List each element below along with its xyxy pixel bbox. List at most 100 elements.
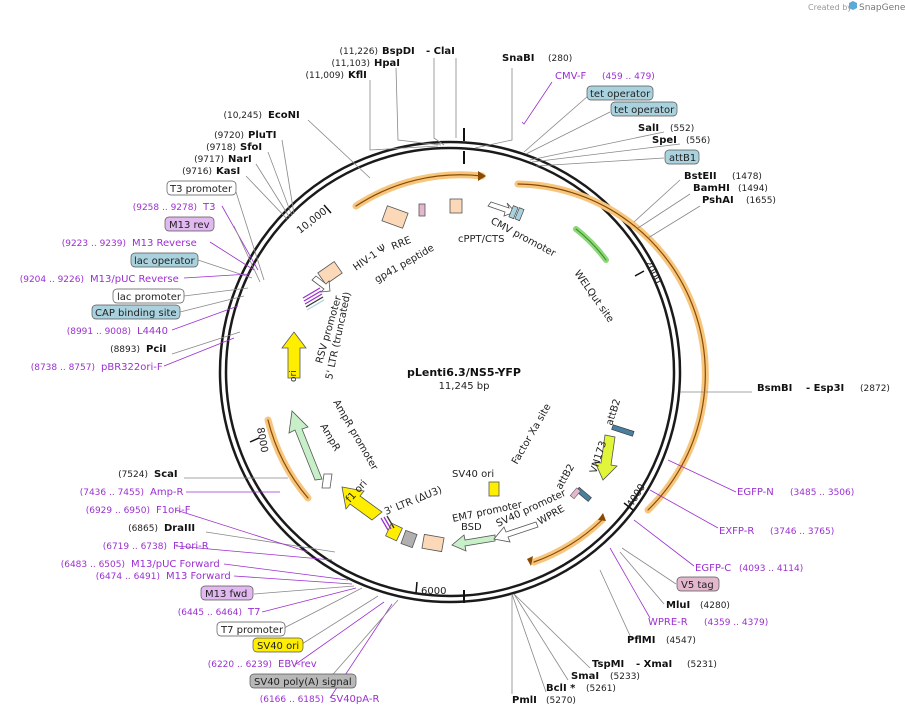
- box-lac-promoter[interactable]: [112, 288, 185, 304]
- site-hpai[interactable]: HpaI: [374, 58, 400, 69]
- primer-cmv-f[interactable]: CMV-F: [555, 71, 586, 82]
- primer-egfp-n[interactable]: EGFP-N: [737, 487, 774, 498]
- site-spei[interactable]: SpeI: [652, 135, 677, 146]
- primer-m13-puc-reverse[interactable]: M13/pUC Reverse: [90, 274, 179, 285]
- site-pcii[interactable]: PciI: [146, 344, 166, 355]
- primer-l4440[interactable]: L4440: [137, 326, 168, 337]
- site-sali[interactable]: SalI: [638, 123, 659, 134]
- primer-exfp-r[interactable]: EXFP-R: [719, 526, 754, 537]
- primer-t3-range: (9258 .. 9278): [133, 203, 197, 213]
- arc-welqut: [573, 226, 609, 263]
- site-bamhi[interactable]: BamHI: [693, 183, 730, 194]
- site-mlui-pos: (4280): [700, 601, 730, 611]
- site-bsmbi[interactable]: BsmBI: [757, 383, 792, 394]
- snapgene-logo-icon: [849, 1, 857, 10]
- primer-ebv-rev[interactable]: EBV-rev: [278, 659, 317, 670]
- box-m13-rev[interactable]: [164, 216, 215, 232]
- box-t3-promoter[interactable]: [166, 180, 237, 196]
- box-m13-rev-label: M13 rev: [169, 220, 210, 231]
- box-m13-fwd-label: M13 fwd: [205, 589, 247, 600]
- sv40-ori-outer-feature: [385, 522, 403, 542]
- primer-t7-range: (6445 .. 6464): [178, 608, 242, 618]
- primer-m13-forward[interactable]: M13 Forward: [166, 571, 231, 582]
- bsd-arrow: [451, 534, 496, 552]
- box-tet-operator-2[interactable]: [610, 101, 678, 117]
- label-ltr3: 3' LTR (ΔU3): [383, 485, 444, 518]
- site-kasi-pos: (9716): [182, 167, 212, 177]
- site-scai[interactable]: ScaI: [154, 469, 178, 480]
- site-sfoi[interactable]: SfoI: [240, 142, 262, 153]
- box-v5-tag[interactable]: [676, 576, 720, 592]
- box-m13-fwd[interactable]: [200, 585, 254, 601]
- site-kfli-pos: (11,009): [305, 71, 344, 81]
- site-pshai[interactable]: PshAI: [702, 195, 734, 206]
- vn173-arrow: [594, 434, 618, 481]
- site-scai-pos: (7524): [118, 470, 148, 480]
- box-sv40-polya[interactable]: [249, 673, 357, 689]
- site-clai[interactable]: - ClaI: [426, 46, 455, 57]
- primer-t3[interactable]: T3: [202, 202, 215, 213]
- watermark-created-by: Created by: [808, 3, 852, 12]
- site-bcli-pos: (5261): [586, 684, 616, 694]
- sv40-ori-inner-feature: [488, 481, 500, 497]
- tick-label-10000: 10,000: [295, 206, 329, 236]
- primer-m13-reverse[interactable]: M13 Reverse: [132, 238, 197, 249]
- box-lac-operator[interactable]: [130, 252, 199, 268]
- tick-label-2000: 2000: [641, 258, 663, 286]
- primer-f1ori-r[interactable]: F1ori-R: [173, 541, 209, 552]
- box-tet-operator-1[interactable]: [586, 85, 654, 101]
- site-kfli[interactable]: KflI: [348, 70, 367, 81]
- site-pmli[interactable]: PmlI: [512, 695, 537, 706]
- site-pcii-pos: (8893): [110, 345, 140, 355]
- site-pluti-pos: (9720): [214, 131, 244, 141]
- ori-arrow: [281, 331, 307, 379]
- box-cap-binding-site[interactable]: [91, 304, 181, 320]
- box-v5-tag-label: V5 tag: [681, 580, 714, 591]
- primer-pbr322ori-f[interactable]: pBR322ori-F: [101, 362, 163, 373]
- site-econi[interactable]: EcoNI: [268, 110, 300, 121]
- primer-f1ori-f[interactable]: F1ori-F: [156, 505, 191, 516]
- ltr5-stripes: [302, 287, 325, 311]
- primer-leader-lines: [163, 81, 737, 699]
- primer-f1ori-f-range: (6929 .. 6950): [86, 506, 150, 516]
- site-kasi[interactable]: KasI: [216, 166, 240, 177]
- label-welqut: WELQut site: [572, 268, 616, 324]
- primer-amp-r[interactable]: Amp-R: [150, 487, 184, 498]
- site-smai[interactable]: SmaI: [571, 671, 599, 682]
- site-pflmi-pos: (4547): [666, 636, 696, 646]
- site-nari[interactable]: NarI: [228, 154, 252, 165]
- primer-egfp-c[interactable]: EGFP-C: [695, 563, 731, 574]
- primer-m13-puc-reverse-range: (9204 .. 9226): [20, 275, 84, 285]
- site-bcli[interactable]: BclI *: [546, 683, 576, 694]
- primer-sv40pa-r[interactable]: SV40pA-R: [330, 694, 379, 705]
- label-ampr-promoter: AmpR promoter: [330, 398, 380, 473]
- label-cppt: cPPT/CTS: [458, 234, 504, 245]
- primer-m13-puc-forward[interactable]: M13/pUC Forward: [131, 559, 220, 570]
- rre-feature: [381, 205, 409, 229]
- primer-m13-forward-range: (6474 .. 6491): [96, 572, 160, 582]
- box-t7-promoter[interactable]: [216, 621, 286, 637]
- box-attb1[interactable]: [664, 149, 700, 165]
- primer-wpre-r[interactable]: WPRE-R: [648, 617, 688, 628]
- site-bspdi[interactable]: BspDI: [382, 46, 415, 57]
- primer-t7[interactable]: T7: [247, 607, 260, 618]
- ampr-arrow: [288, 410, 323, 481]
- site-mlui[interactable]: MluI: [666, 600, 690, 611]
- site-pmli-pos: (5270): [546, 696, 576, 706]
- site-bsteii[interactable]: BstEII: [684, 171, 717, 182]
- rsv-promoter-arrow: [311, 275, 331, 293]
- site-esp3i[interactable]: - Esp3I: [806, 383, 844, 394]
- site-draiii[interactable]: DraIII: [164, 523, 195, 534]
- sv40-promoter-arrow: [493, 521, 539, 543]
- site-xmai[interactable]: - XmaI: [636, 659, 672, 670]
- box-sv40-ori[interactable]: [252, 637, 304, 653]
- cppt-feature: [449, 198, 463, 214]
- site-snabi[interactable]: SnaBI: [502, 53, 534, 64]
- site-bsmbi-pos: (2872): [860, 384, 890, 394]
- site-pflmi[interactable]: PflMI: [627, 635, 655, 646]
- watermark-brand: SnapGene: [859, 3, 905, 13]
- factor-xa-feature: [569, 487, 581, 500]
- box-tet-operator-1-label: tet operator: [590, 89, 651, 100]
- site-pluti[interactable]: PluTI: [248, 130, 276, 141]
- site-tspmi[interactable]: TspMI: [592, 659, 624, 670]
